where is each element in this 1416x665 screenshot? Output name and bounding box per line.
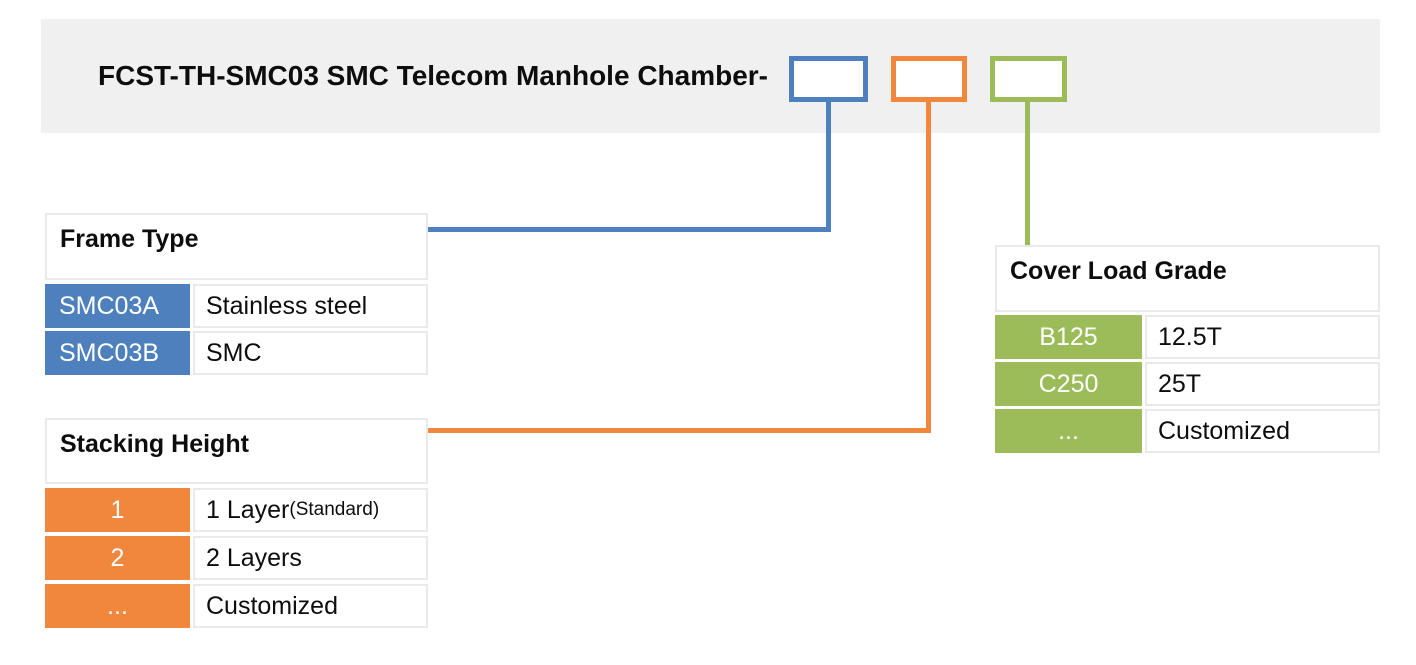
cover-load-grade-table-title: Cover Load Grade bbox=[995, 245, 1380, 312]
desc-note: (Standard) bbox=[289, 499, 380, 520]
stacking-height-code-box bbox=[891, 56, 967, 102]
table-row: ... Customized bbox=[45, 584, 428, 628]
cover-load-grade-code-box bbox=[990, 56, 1067, 102]
frame-type-table: Frame Type SMC03A Stainless steel SMC03B… bbox=[45, 213, 428, 378]
frame-type-table-title: Frame Type bbox=[45, 213, 428, 280]
stacking-height-connector-vertical bbox=[926, 102, 931, 433]
frame-type-code-cell: SMC03B bbox=[45, 331, 190, 375]
cover-load-grade-code-cell: ... bbox=[995, 409, 1142, 453]
frame-type-connector-horizontal bbox=[428, 227, 831, 232]
table-row: B125 12.5T bbox=[995, 315, 1380, 359]
stacking-height-desc-cell: 1 Layer(Standard) bbox=[193, 488, 428, 532]
table-row: C250 25T bbox=[995, 362, 1380, 406]
frame-type-desc-cell: Stainless steel bbox=[193, 284, 428, 328]
frame-type-connector-vertical bbox=[826, 102, 831, 232]
cover-load-grade-code-cell: B125 bbox=[995, 315, 1142, 359]
table-row: SMC03A Stainless steel bbox=[45, 284, 428, 328]
stacking-height-table-title: Stacking Height bbox=[45, 418, 428, 484]
desc-text: 1 Layer bbox=[206, 495, 290, 524]
frame-type-desc-cell: SMC bbox=[193, 331, 428, 375]
product-title: FCST-TH-SMC03 SMC Telecom Manhole Chambe… bbox=[98, 60, 769, 91]
stacking-height-code-cell: ... bbox=[45, 584, 190, 628]
table-row: ... Customized bbox=[995, 409, 1380, 453]
table-row: 2 2 Layers bbox=[45, 536, 428, 580]
cover-load-grade-connector-vertical bbox=[1025, 102, 1030, 245]
frame-type-code-cell: SMC03A bbox=[45, 284, 190, 328]
cover-load-grade-desc-cell: Customized bbox=[1145, 409, 1380, 453]
header-bar: FCST-TH-SMC03 SMC Telecom Manhole Chambe… bbox=[41, 19, 1380, 133]
table-row: 1 1 Layer(Standard) bbox=[45, 488, 428, 532]
cover-load-grade-desc-cell: 25T bbox=[1145, 362, 1380, 406]
cover-load-grade-desc-cell: 12.5T bbox=[1145, 315, 1380, 359]
stacking-height-code-cell: 1 bbox=[45, 488, 190, 532]
cover-load-grade-code-cell: C250 bbox=[995, 362, 1142, 406]
table-row: SMC03B SMC bbox=[45, 331, 428, 375]
stacking-height-table: Stacking Height 1 1 Layer(Standard) 2 2 … bbox=[45, 418, 428, 632]
cover-load-grade-table: Cover Load Grade B125 12.5T C250 25T ...… bbox=[995, 245, 1380, 456]
stacking-height-connector-horizontal bbox=[428, 428, 931, 433]
stacking-height-desc-cell: Customized bbox=[193, 584, 428, 628]
frame-type-code-box bbox=[789, 56, 868, 102]
stacking-height-desc-cell: 2 Layers bbox=[193, 536, 428, 580]
stacking-height-code-cell: 2 bbox=[45, 536, 190, 580]
